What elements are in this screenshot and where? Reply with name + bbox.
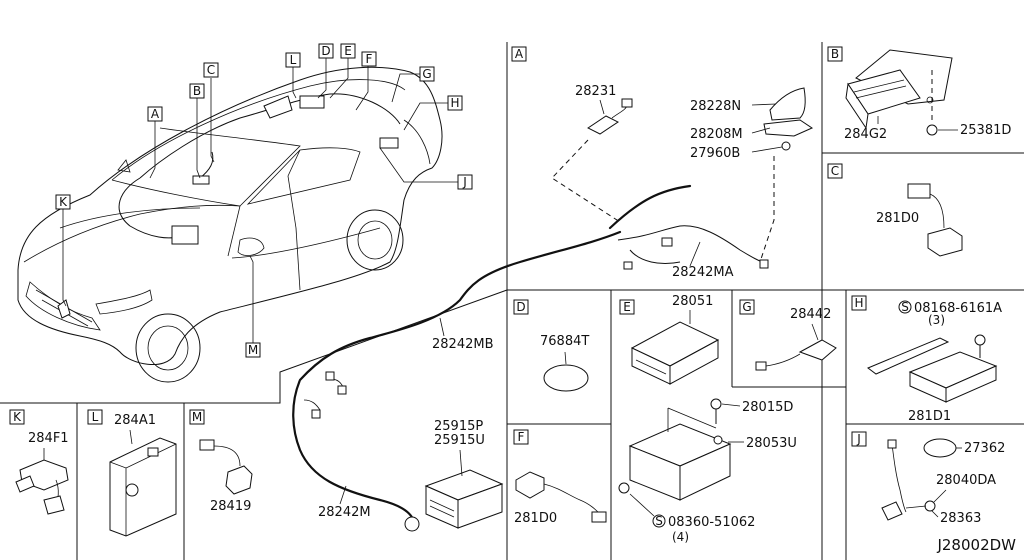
svg-text:L: L [290,53,297,67]
svg-text:27362: 27362 [964,441,1005,456]
svg-text:25915P: 25915P [434,419,483,434]
section-g: G 28442 [739,299,837,371]
leader-lines [62,58,458,343]
svg-text:(4): (4) [672,530,689,544]
svg-text:25915U: 25915U [434,433,485,448]
svg-text:D: D [321,44,330,58]
section-b: B 284G2 25381D [827,46,1011,142]
panel-dividers [0,42,1024,560]
svg-text:D: D [516,300,525,314]
svg-text:28442: 28442 [790,307,831,322]
section-f: F 281D0 [513,429,607,526]
drawing-number: J28002DW [936,536,1016,554]
callout-b: B [189,83,205,99]
callout-k: K [55,194,71,210]
svg-text:K: K [59,195,68,209]
svg-text:28228N: 28228N [690,99,741,114]
svg-text:S: S [901,300,909,314]
svg-text:L: L [92,410,99,424]
svg-text:C: C [831,164,839,178]
svg-text:J: J [462,175,467,189]
svg-text:28419: 28419 [210,499,251,514]
svg-text:28053U: 28053U [746,436,797,451]
svg-text:J: J [856,432,861,446]
svg-text:28242M: 28242M [318,505,371,520]
section-j: J 27362 28040DA 28363 [851,431,1005,526]
section-e: E 28051 28015D 28053U S 08360-51062 (4) [618,294,797,544]
callout-d: D [318,43,334,59]
svg-text:284F1: 284F1 [28,431,69,446]
svg-text:G: G [422,67,431,81]
section-k: K 284F1 [9,409,69,515]
svg-text:281D0: 281D0 [514,511,557,526]
svg-text:E: E [344,44,352,58]
svg-text:K: K [13,410,22,424]
vehicle-illustration [17,66,443,383]
svg-text:H: H [854,296,863,310]
svg-text:281D1: 281D1 [908,409,951,424]
svg-text:28231: 28231 [575,84,616,99]
svg-text:A: A [515,47,524,61]
svg-text:28015D: 28015D [742,400,793,415]
svg-text:H: H [450,96,459,110]
callout-l: L [285,52,301,68]
svg-text:28363: 28363 [940,511,981,526]
svg-text:B: B [193,84,201,98]
module-25915: 25915P 25915U [424,419,504,529]
svg-text:B: B [831,47,839,61]
section-h: H S 08168-6161A (3) 281D1 [851,295,1002,424]
svg-text:F: F [518,430,525,444]
svg-text:281D0: 281D0 [876,211,919,226]
callout-e: E [340,43,356,59]
section-m: M 28419 [189,409,253,514]
section-a: A 28231 28228N 28208M 27960B 28242MA [511,46,814,280]
svg-text:E: E [623,300,631,314]
svg-text:284G2: 284G2 [844,127,887,142]
svg-text:76884T: 76884T [540,334,589,349]
callout-g: G [419,66,435,82]
antenna-cable-28242mb: 28242MB 28242M [292,230,622,532]
svg-text:C: C [207,63,215,77]
callout-f: F [361,51,377,67]
svg-text:A: A [151,107,160,121]
svg-text:08168-6161A: 08168-6161A [914,301,1002,316]
section-l: L 284A1 [87,409,177,537]
svg-text:28040DA: 28040DA [936,473,996,488]
svg-text:G: G [742,300,751,314]
svg-text:28208M: 28208M [690,127,743,142]
callout-a: A [147,106,163,122]
callout-h: H [447,95,463,111]
section-c: C 281D0 [827,163,963,257]
svg-text:S: S [655,514,663,528]
callout-m: M [245,342,261,358]
svg-text:28051: 28051 [672,294,713,309]
callout-j: J [457,174,473,190]
svg-text:08360-51062: 08360-51062 [668,515,755,530]
svg-text:25381D: 25381D [960,123,1011,138]
svg-text:27960B: 27960B [690,146,740,161]
svg-text:M: M [192,410,202,424]
callout-c: C [203,62,219,78]
svg-text:28242MA: 28242MA [672,265,734,280]
svg-text:M: M [248,343,258,357]
section-d: D 76884T [513,299,589,392]
svg-text:284A1: 284A1 [114,413,156,428]
svg-text:(3): (3) [928,313,945,327]
svg-text:F: F [366,52,373,66]
svg-text:28242MB: 28242MB [432,337,494,352]
